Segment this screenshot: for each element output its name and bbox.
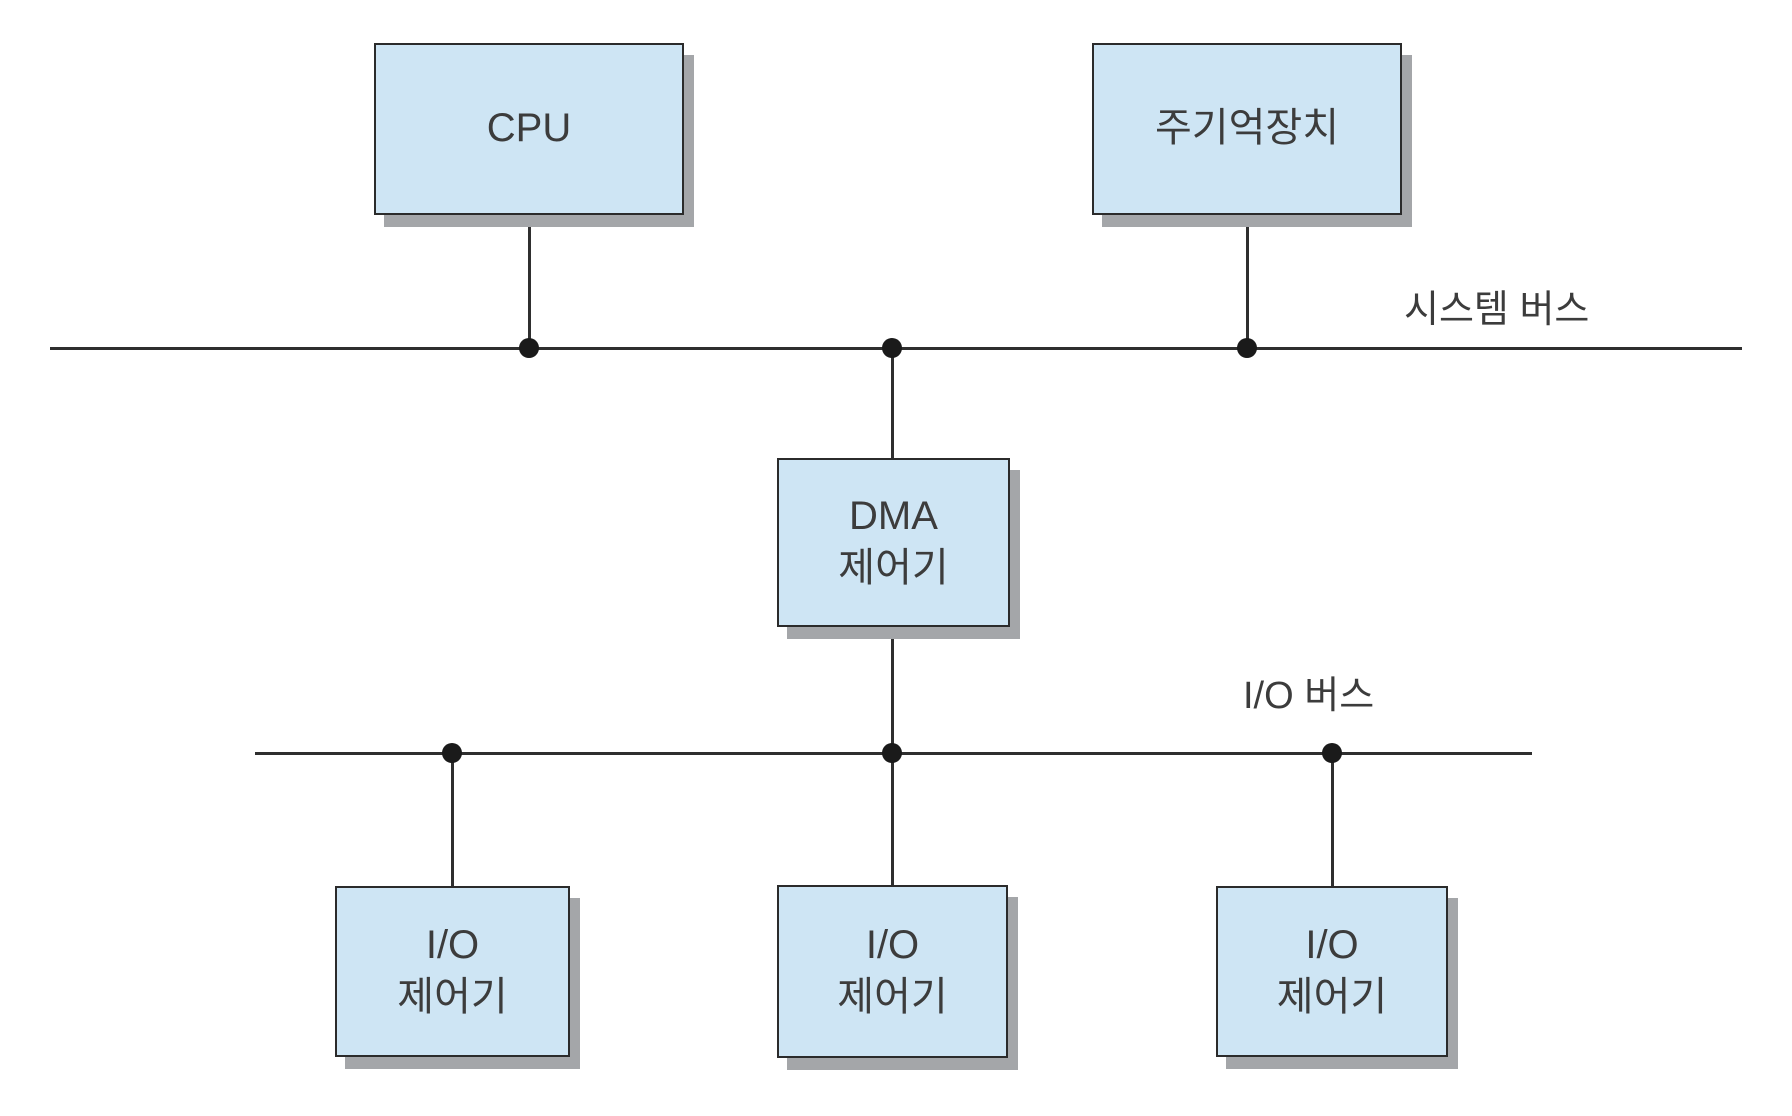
memory-to-system-bus-connector bbox=[1246, 215, 1249, 348]
dma-controller-label-line1: DMA bbox=[849, 494, 938, 539]
io-controller-1-label-line2: 제어기 bbox=[397, 974, 508, 1019]
junction-dot-io1 bbox=[442, 743, 462, 763]
io3-to-io-bus-connector bbox=[1331, 754, 1334, 887]
io2-to-io-bus-connector bbox=[891, 754, 894, 886]
dma-to-system-bus-connector bbox=[891, 349, 894, 459]
cpu-to-system-bus-connector bbox=[528, 215, 531, 348]
io-controller-box-3: I/O 제어기 bbox=[1216, 886, 1448, 1057]
cpu-box: CPU bbox=[374, 43, 684, 215]
io-controller-box-2: I/O 제어기 bbox=[777, 885, 1008, 1058]
io-controller-1-label-line1: I/O bbox=[425, 923, 480, 968]
main-memory-label: 주기억장치 bbox=[1155, 106, 1339, 151]
io-controller-box-1: I/O 제어기 bbox=[335, 886, 570, 1057]
junction-dot-io3 bbox=[1322, 743, 1342, 763]
io-controller-2-label-line2: 제어기 bbox=[837, 974, 948, 1019]
junction-dot-memory bbox=[1237, 338, 1257, 358]
junction-dot-io2 bbox=[882, 743, 902, 763]
junction-dot-cpu bbox=[519, 338, 539, 358]
dma-to-io-bus-connector bbox=[891, 626, 894, 753]
io-controller-3-label-line1: I/O bbox=[1305, 923, 1359, 968]
system-bus-label: 시스템 버스 bbox=[1404, 289, 1590, 331]
io-controller-2-label-line1: I/O bbox=[865, 923, 920, 968]
io-bus-label: I/O 버스 bbox=[1243, 675, 1375, 717]
main-memory-box: 주기억장치 bbox=[1092, 43, 1402, 215]
io-controller-3-label-line2: 제어기 bbox=[1276, 974, 1388, 1019]
junction-dot-dma bbox=[882, 338, 902, 358]
cpu-label: CPU bbox=[486, 106, 572, 151]
dma-controller-label-line2: 제어기 bbox=[838, 545, 949, 590]
io1-to-io-bus-connector bbox=[451, 754, 454, 887]
dma-controller-box: DMA 제어기 bbox=[777, 458, 1010, 627]
